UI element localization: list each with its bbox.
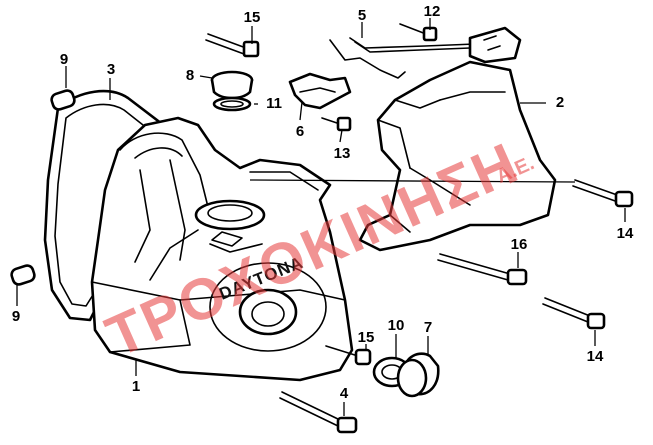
callout-14-lower: 14 xyxy=(587,348,604,365)
part-8-plug-cap xyxy=(210,70,254,100)
bolt-16 xyxy=(437,253,528,286)
part-2-rear-cover xyxy=(358,60,557,252)
callout-6: 6 xyxy=(296,123,304,140)
leader-lines xyxy=(16,18,626,416)
assembly-axis-line xyxy=(249,179,576,183)
part-1-crankcase-cover xyxy=(90,116,354,382)
part-9-dowel-pin-upper xyxy=(50,89,76,111)
callout-10: 10 xyxy=(388,317,405,334)
callout-16: 16 xyxy=(511,236,528,253)
callout-1: 1 xyxy=(132,378,140,395)
callout-4: 4 xyxy=(340,385,349,402)
bolt-14-lower xyxy=(542,297,606,330)
callout-15-bottom: 15 xyxy=(358,329,375,346)
callout-8: 8 xyxy=(186,67,194,84)
part-7-cover-plug xyxy=(396,352,440,398)
callout-9-lower: 9 xyxy=(12,308,20,325)
part-6-pickup-sensor xyxy=(288,72,352,110)
callout-12: 12 xyxy=(424,3,441,20)
callout-7: 7 xyxy=(424,319,432,336)
callout-15-top: 15 xyxy=(244,9,261,26)
part-9-dowel-pin-lower xyxy=(10,264,36,286)
bolt-15-top xyxy=(205,33,260,58)
callout-3: 3 xyxy=(107,61,115,78)
callout-9-upper: 9 xyxy=(60,51,68,68)
callout-14-upper: 14 xyxy=(617,225,634,242)
bolt-15-bottom xyxy=(325,345,372,366)
callout-5: 5 xyxy=(358,7,366,24)
part-5-wiring-harness xyxy=(329,26,522,79)
bolt-14-upper xyxy=(572,179,634,208)
bolt-4 xyxy=(279,391,358,434)
callout-2: 2 xyxy=(556,94,564,111)
callout-13: 13 xyxy=(334,145,351,162)
bolt-13 xyxy=(321,116,352,132)
callout-labels: 15 5 12 3 9 8 11 6 13 2 14 16 14 9 1 15 … xyxy=(12,3,634,402)
callout-11: 11 xyxy=(266,95,282,112)
part-11-o-ring xyxy=(212,96,252,112)
